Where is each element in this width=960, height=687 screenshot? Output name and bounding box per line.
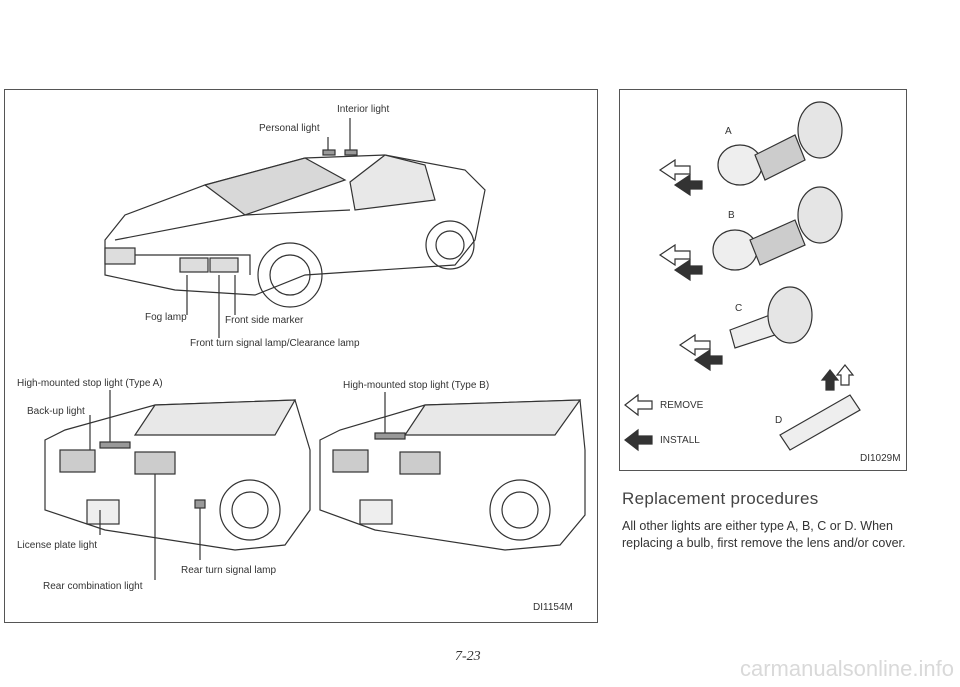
remove-arrow-shape xyxy=(658,158,691,182)
back-up-light-label: Back-up light xyxy=(27,406,85,417)
license-plate-light-label: License plate light xyxy=(17,540,98,551)
body-paragraph: All other lights are either type A, B, C… xyxy=(622,519,906,550)
fog-lamp-label: Fog lamp xyxy=(145,312,187,323)
bulb-illustrations xyxy=(624,101,861,452)
car-illustrations xyxy=(44,118,586,580)
high-mounted-b-label: High-mounted stop light (Type B) xyxy=(343,380,490,391)
bulb-d-label: D xyxy=(775,415,783,426)
section-heading: Replacement procedures xyxy=(622,489,819,508)
page-number: 7-23 xyxy=(455,649,481,664)
personal-light-label: Personal light xyxy=(259,123,320,134)
bulb-c-label: C xyxy=(735,303,743,314)
rear-turn-signal-label: Rear turn signal lamp xyxy=(181,565,277,576)
front-turn-signal-label: Front turn signal lamp/Clearance lamp xyxy=(190,338,360,349)
bulb-a-label: A xyxy=(725,126,732,137)
left-figure-code: DI1154M xyxy=(533,602,573,613)
front-side-marker-label: Front side marker xyxy=(225,315,304,326)
fog-lamp-shape xyxy=(104,247,136,265)
interior-light-label: Interior light xyxy=(337,104,390,115)
car-lights-figure: Interior light Personal light Fog lamp F… xyxy=(4,89,598,623)
rear-car-b-body xyxy=(319,399,586,551)
remove-legend-label: REMOVE xyxy=(660,400,704,411)
high-mounted-a-label: High-mounted stop light (Type A) xyxy=(17,378,163,389)
bulb-types-figure: A B C D REMOVE INSTALL DI1029M xyxy=(619,89,907,471)
watermark: carmanualsonline.info xyxy=(739,656,954,681)
rear-car-a-body xyxy=(44,399,311,551)
right-figure-code: DI1029M xyxy=(860,453,901,464)
bulb-b-label: B xyxy=(728,210,735,221)
rear-combination-label: Rear combination light xyxy=(43,581,143,592)
install-legend-label: INSTALL xyxy=(660,435,700,446)
